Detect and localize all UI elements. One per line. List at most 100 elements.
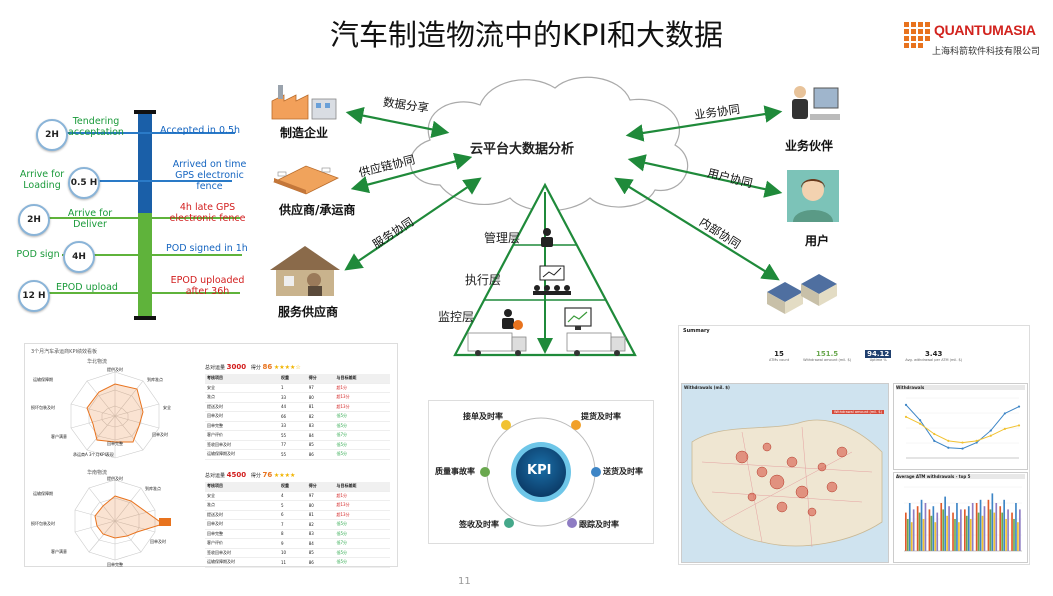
- warehouse-icon: [268, 160, 342, 200]
- bar: [946, 515, 948, 551]
- radar-axis-label: 提供及时: [107, 476, 123, 481]
- scorecard-summary: 总对运量 3000 得分 86 ★★★★☆: [205, 363, 301, 371]
- node-supplier: 供应商/承运商: [279, 203, 356, 217]
- radar-chart-1: [70, 371, 160, 459]
- bar: [965, 515, 968, 551]
- bar: [971, 503, 974, 551]
- stat-avg-withdrawal: 3.43 Avg. withdrawal per ATM (mil. $): [905, 350, 963, 362]
- bar: [960, 509, 962, 551]
- arrow-internal: [614, 177, 780, 281]
- bar: [920, 499, 923, 551]
- line-point: [933, 439, 936, 442]
- kpi-item: 质量事故率: [435, 467, 475, 476]
- bar-chart-title: Average ATM withdrawals - top 5: [896, 474, 1025, 479]
- dashboard-stats: 15 ATMs count 151.5 Withdrawal amount (m…: [769, 350, 962, 362]
- kpi-item: 接单及时率: [463, 412, 503, 421]
- kpi-item: 提货及时率: [581, 412, 621, 421]
- bar: [987, 499, 990, 551]
- city-map: [691, 419, 883, 548]
- logo-icon: [904, 22, 930, 48]
- factory-icon: [268, 85, 340, 125]
- radar-axis-label: 运输保障期: [33, 377, 53, 382]
- radar-axis-label: 运输保障期: [33, 491, 53, 496]
- map-title: Withdrawals (mil. $): [684, 385, 730, 390]
- page-title: 汽车制造物流中的KPI和大数据: [329, 18, 724, 52]
- line-point: [947, 446, 950, 449]
- scorecard-panel: 3个月汽车承运商KPI绩效看板 华北物流 提供及时 到库准点 安全 回单及时 回…: [24, 343, 398, 568]
- pyramid-tier-execution: 执行层: [465, 273, 502, 287]
- timeline-right-label: POD signed in 1h: [166, 243, 248, 254]
- bar: [948, 506, 950, 551]
- timeline-line: [30, 217, 240, 219]
- kpi-dot-2: [571, 420, 581, 430]
- radar-axis-label: 损坏包装及时: [31, 405, 55, 410]
- kpi-dot-5: [504, 518, 514, 528]
- bar: [969, 519, 972, 551]
- kpi-center-label: KPI: [527, 463, 552, 478]
- radar-axis-label: 提供及时: [107, 367, 123, 372]
- star-rating: ★★★★: [273, 472, 296, 479]
- total-value: 3000: [226, 363, 247, 371]
- arrow-manufacturer: [345, 106, 450, 139]
- line-point: [975, 441, 978, 444]
- line-series-2: [905, 416, 1020, 444]
- line-point: [1003, 427, 1006, 430]
- line-chart-card: Withdrawals: [893, 383, 1028, 470]
- radar-legend: 承运商A 3个月KPI表现: [73, 452, 114, 457]
- radar-axis-label: 客户满意: [51, 434, 67, 439]
- line-point: [1017, 405, 1021, 408]
- line-point: [919, 419, 922, 422]
- stat-withdrawal: 151.5 Withdrawal amount (mil. $): [803, 350, 852, 362]
- bar: [916, 506, 919, 551]
- bar: [983, 506, 986, 551]
- bar-chart-card: Average ATM withdrawals - top 5: [893, 472, 1028, 563]
- bar: [1019, 509, 1021, 551]
- timeline-badge: 4H: [63, 241, 95, 273]
- line-point: [933, 432, 936, 436]
- line-chart: [904, 397, 1021, 459]
- node-partner: 业务伙伴: [785, 139, 834, 153]
- radar-axis-label: 到库准点: [145, 486, 161, 491]
- kpi-item: 送货及时率: [603, 467, 643, 476]
- bar: [928, 509, 931, 551]
- kpi-dot-4: [567, 518, 577, 528]
- truck-icon-left: [467, 332, 527, 356]
- bar: [910, 522, 913, 551]
- timeline-badge: 2H: [36, 119, 68, 151]
- node-service: 服务供应商: [278, 305, 339, 319]
- monitoring-person-icon: [502, 309, 523, 330]
- kpi-dot-6: [480, 467, 490, 477]
- timeline-badge: 0.5 H: [68, 167, 100, 199]
- bar: [936, 512, 939, 551]
- bar: [999, 506, 1002, 551]
- kpi-item: 跟踪及时率: [579, 520, 619, 529]
- score-value: 76: [262, 471, 273, 479]
- dashboard-title: Summary: [683, 328, 710, 334]
- bar: [930, 515, 933, 551]
- radar-axis-label: 回单完整: [107, 562, 123, 567]
- timeline-panel: 2H Tendering acceptation Accepted in 0.5…: [0, 100, 260, 325]
- radar-axis-label: 回单及时: [150, 539, 166, 544]
- bar: [1005, 519, 1007, 551]
- bar: [956, 503, 958, 551]
- line-point: [1017, 424, 1021, 427]
- kpi-core: [516, 447, 566, 497]
- bar: [940, 503, 943, 551]
- line-point: [961, 447, 964, 450]
- line-point: [989, 434, 992, 437]
- stat-atm-count: 15 ATMs count: [769, 350, 790, 362]
- bar: [912, 509, 915, 551]
- bar: [1013, 519, 1015, 551]
- pyramid-tier-management: 管理层: [484, 231, 521, 245]
- bar: [979, 499, 982, 551]
- kpi-ring-panel: KPI 接单及时率 提货及时率 送货及时率 跟踪及时率 签收及时率 质量事故率: [428, 400, 654, 544]
- line-point: [961, 441, 964, 444]
- bar: [1011, 512, 1013, 551]
